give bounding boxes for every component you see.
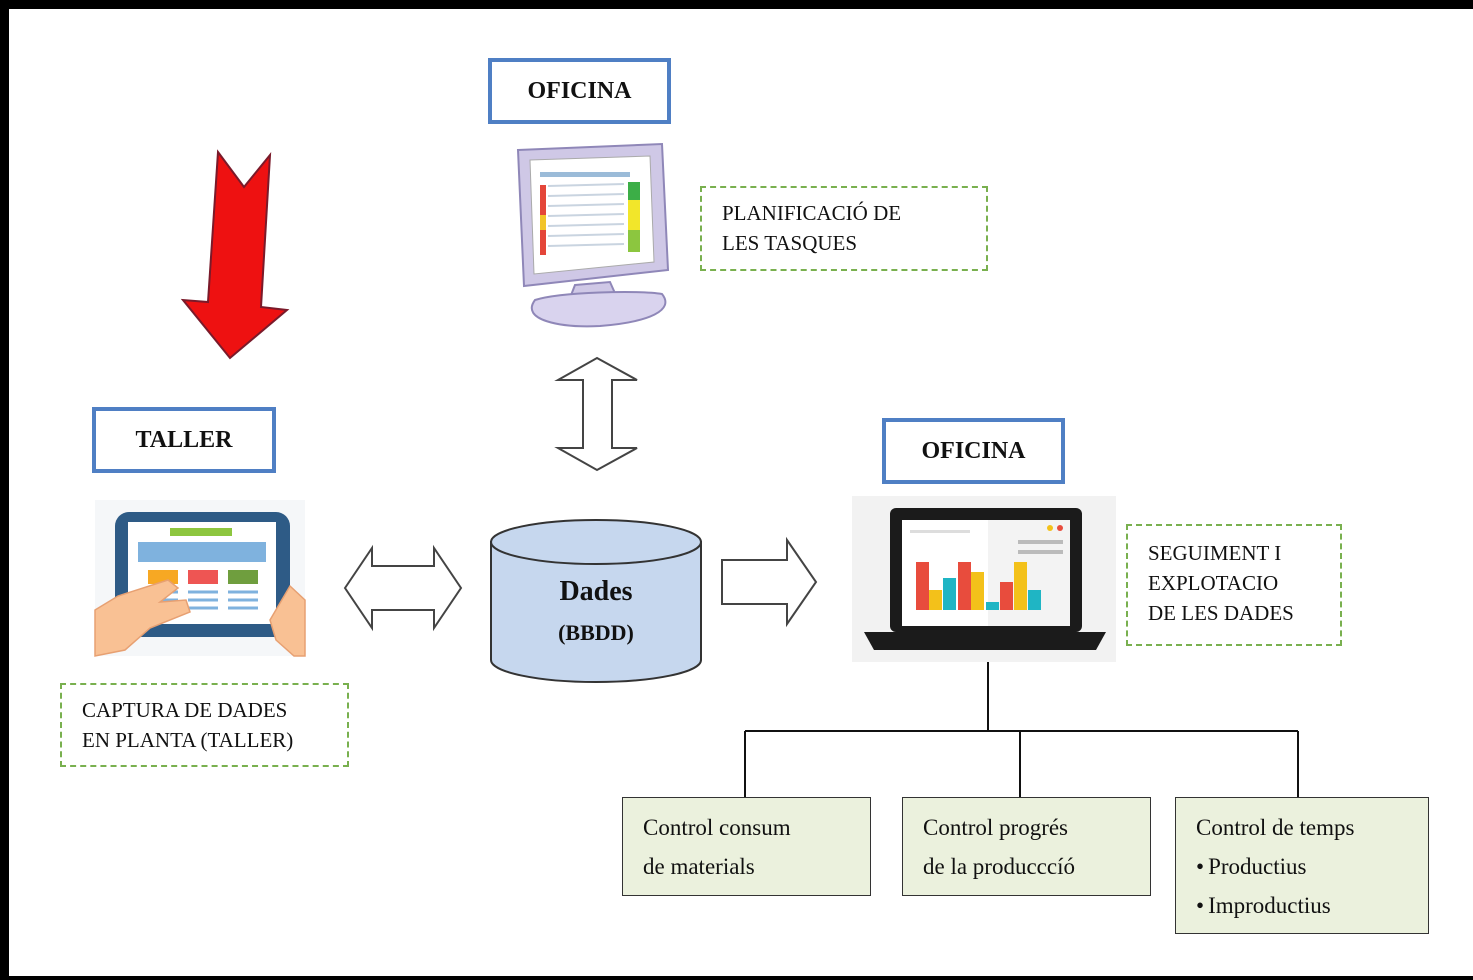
desktop-monitor-icon xyxy=(516,142,670,328)
tablet-hands-icon xyxy=(94,500,306,657)
control-time-title: Control de temps xyxy=(1196,815,1355,840)
office-right-label: OFICINA xyxy=(921,437,1026,464)
red-down-arrow-icon xyxy=(180,149,290,360)
office-right-note: SEGUIMENT I EXPLOTACIO DE LES DADES xyxy=(1126,524,1342,646)
laptop-chart-icon xyxy=(852,496,1116,662)
workshop-label: TALLER xyxy=(135,426,233,453)
control-time-item-unproductive: Improductius xyxy=(1196,886,1428,925)
control-progress-line2: de la producccíó xyxy=(923,854,1075,879)
right-arrow-icon xyxy=(721,536,818,628)
control-progress-node: Control progrés de la producccíó xyxy=(902,797,1151,896)
control-materials-line1: Control consum xyxy=(643,815,791,840)
control-materials-line2: de materials xyxy=(643,854,755,879)
control-time-item-productive: Productius xyxy=(1196,847,1428,886)
office-top-note: PLANIFICACIÓ DE LES TASQUES xyxy=(700,186,988,271)
office-top-label-box: OFICINA xyxy=(488,58,671,124)
database-title: Dades xyxy=(559,576,633,607)
database-subtitle: (BBDD) xyxy=(558,620,634,645)
control-progress-line1: Control progrés xyxy=(923,815,1069,840)
vertical-double-arrow-icon xyxy=(554,356,638,472)
workshop-note: CAPTURA DE DADES EN PLANTA (TALLER) xyxy=(60,683,349,767)
office-right-label-box: OFICINA xyxy=(882,418,1065,484)
control-materials-node: Control consum de materials xyxy=(622,797,871,896)
control-time-node: Control de temps Productius Improductius xyxy=(1175,797,1429,934)
workshop-label-box: TALLER xyxy=(92,407,276,473)
double-arrow-icon xyxy=(343,544,463,632)
tree-connectors xyxy=(744,662,1299,797)
office-top-label: OFICINA xyxy=(527,77,632,104)
database-cylinder-icon xyxy=(490,519,702,683)
